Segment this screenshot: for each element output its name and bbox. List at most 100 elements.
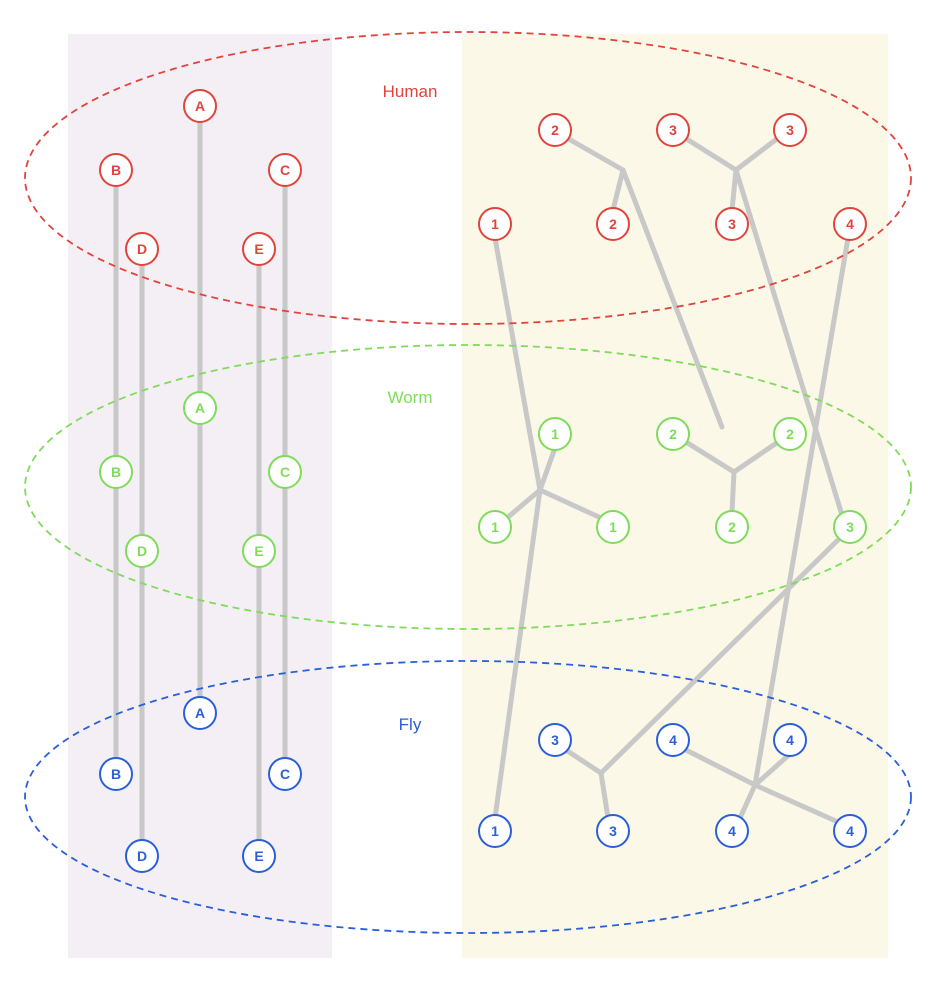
node-circle (242, 534, 276, 568)
right-node-worm: 1 (596, 510, 630, 544)
tree-edge (598, 770, 611, 821)
node-circle (656, 723, 690, 757)
node-label: C (280, 464, 290, 480)
node-circle (125, 232, 159, 266)
node-circle (773, 723, 807, 757)
tree-edge (563, 747, 604, 776)
tree-edge (610, 167, 626, 213)
left-node-fly: B (99, 757, 133, 791)
right-node-worm: 1 (478, 510, 512, 544)
tree-edge (733, 167, 845, 518)
node-label: 3 (846, 519, 854, 535)
node-circle (478, 814, 512, 848)
node-circle (773, 417, 807, 451)
right-panel (462, 34, 888, 958)
node-label: 2 (786, 426, 794, 442)
left-node-fly: E (242, 839, 276, 873)
species-ellipses (24, 31, 912, 934)
tree-edge (683, 439, 737, 475)
left-node-fly: C (268, 757, 302, 791)
right-node-worm: 1 (538, 417, 572, 451)
node-circle (538, 113, 572, 147)
node-circle (125, 839, 159, 873)
right-node-fly: 3 (596, 814, 630, 848)
node-label: A (195, 400, 205, 416)
node-circle (183, 696, 217, 730)
node-circle (125, 534, 159, 568)
left-node-human: C (268, 153, 302, 187)
node-circle (656, 417, 690, 451)
node-label: C (280, 766, 290, 782)
species-ellipse-human (24, 31, 912, 325)
tree-edge (504, 487, 543, 521)
node-label: 3 (728, 216, 736, 232)
tree-edge (564, 135, 626, 173)
species-ellipse-worm (24, 344, 912, 630)
left-node-worm: C (268, 455, 302, 489)
tree-edge (620, 167, 725, 430)
right-node-worm: 3 (833, 510, 867, 544)
left-node-fly: A (183, 696, 217, 730)
left-node-fly: D (125, 839, 159, 873)
tree-edge (492, 235, 543, 493)
node-label: B (111, 766, 121, 782)
node-label: E (254, 241, 263, 257)
node-circle (715, 207, 749, 241)
node-circle (715, 510, 749, 544)
right-node-fly: 4 (773, 723, 807, 757)
right-node-worm: 2 (715, 510, 749, 544)
node-circle (596, 207, 630, 241)
right-node-human: 4 (833, 207, 867, 241)
node-circle (478, 510, 512, 544)
node-label: E (254, 543, 263, 559)
node-circle (268, 455, 302, 489)
node-circle (596, 510, 630, 544)
node-label: 1 (491, 519, 499, 535)
node-label: 4 (846, 216, 854, 232)
right-node-worm: 2 (773, 417, 807, 451)
right-node-human: 3 (656, 113, 690, 147)
species-ellipse-fly (24, 660, 912, 934)
node-label: 2 (551, 122, 559, 138)
node-label: 4 (669, 732, 677, 748)
tree-edge (683, 747, 758, 788)
node-label: B (111, 162, 121, 178)
tree-edge (731, 439, 781, 475)
tree-edge (598, 535, 843, 776)
left-node-human: A (183, 89, 217, 123)
node-label: 1 (609, 519, 617, 535)
node-circle (478, 207, 512, 241)
tree-edge (729, 469, 737, 515)
left-node-human: B (99, 153, 133, 187)
species-label-fly: Fly (399, 715, 422, 734)
right-node-fly: 4 (715, 814, 749, 848)
left-node-human: E (242, 232, 276, 266)
tree-edge (733, 135, 781, 173)
node-circle (99, 757, 133, 791)
right-node-fly: 4 (656, 723, 690, 757)
node-label: 1 (551, 426, 559, 442)
node-circle (99, 455, 133, 489)
node-label: D (137, 848, 147, 864)
right-node-human: 3 (715, 207, 749, 241)
tree-edge (752, 782, 841, 825)
node-label: 1 (491, 216, 499, 232)
node-label: 4 (728, 823, 736, 839)
node-label: 3 (609, 823, 617, 839)
node-label: D (137, 543, 147, 559)
node-circle (183, 391, 217, 425)
node-label: 3 (786, 122, 794, 138)
node-label: 1 (491, 823, 499, 839)
tree-edge (537, 445, 558, 493)
tree-edge (752, 235, 851, 788)
tree-edge (492, 487, 543, 821)
node-label: C (280, 162, 290, 178)
left-node-worm: B (99, 455, 133, 489)
node-label: 2 (728, 519, 736, 535)
node-circle (833, 207, 867, 241)
node-label: D (137, 241, 147, 257)
right-node-human: 3 (773, 113, 807, 147)
left-node-worm: E (242, 534, 276, 568)
node-label: 2 (609, 216, 617, 232)
